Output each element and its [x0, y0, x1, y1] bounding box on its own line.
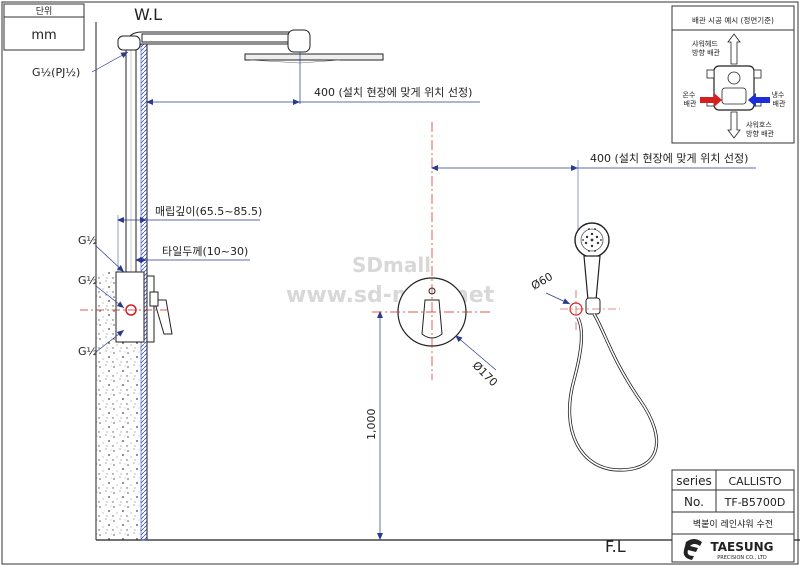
- inset-title: 배관 시공 예시 (정면기준): [692, 15, 774, 25]
- series-value: CALLISTO: [728, 475, 781, 488]
- top-arm: [141, 33, 291, 43]
- unit-value: mm: [31, 28, 56, 43]
- hand-shower-handle: [583, 255, 601, 301]
- unit-header: 단위: [36, 6, 53, 17]
- brand-logo-mark: [683, 539, 702, 560]
- watermark-line1: SDmall: [352, 253, 431, 277]
- title-block: series CALLISTO No. TF-B5700D 벽붙이 레인샤워 수…: [671, 469, 795, 563]
- fl-label: F.L: [605, 537, 626, 556]
- inset-shower-head: 샤워헤드 방향 배관: [692, 39, 721, 57]
- shower-hose: [568, 313, 659, 472]
- product-description: 벽붙이 레인샤워 수전: [693, 519, 773, 530]
- inset-shower-head-text: 샤워헤드: [692, 39, 718, 48]
- inset-hot-text: 온수: [682, 91, 695, 99]
- inset-piping-example: 배관 시공 예시 (정면기준) 샤워헤드 방향 배관 온수 배관 냉수 배관 샤…: [671, 5, 795, 144]
- arm-joint: [287, 29, 311, 53]
- cover-plate: [146, 275, 155, 343]
- shower-holder: [585, 297, 601, 315]
- pipe-spec-2: G½: [78, 274, 97, 287]
- embed-depth-label: 매립깊이(65.5~85.5): [155, 205, 262, 218]
- inset-cold-text-line2: 배관: [773, 99, 786, 108]
- inset-down-arrow: [727, 111, 741, 139]
- inset-hot-arrow: [700, 93, 722, 107]
- inset-cold: 냉수 배관: [771, 90, 786, 108]
- no-label: No.: [684, 495, 704, 509]
- inset-hot-text-line2: 배관: [684, 99, 697, 108]
- dia-170-label: Ø170: [470, 359, 500, 389]
- wl-label: W.L: [134, 5, 162, 24]
- handle-front: [421, 299, 443, 339]
- inset-up-arrow: [727, 33, 741, 65]
- lever-handle: [153, 299, 173, 335]
- tile-thickness-label: 타일두께(10~30): [162, 244, 248, 258]
- dia-60-label: Ø60: [529, 270, 555, 293]
- rain-shower-head: [244, 53, 384, 61]
- inset-shower-hose-text: 샤워호스: [746, 120, 772, 129]
- brand-subtitle: PRECISION CO., LTD: [717, 555, 767, 561]
- inset-cold-text: 냉수: [771, 90, 784, 99]
- brand-name: TAESUNG: [710, 540, 773, 554]
- inset-shower-hose-text-line2: 방향 배관: [746, 129, 775, 138]
- dim-400-right: 400 (설치 현장에 맞게 위치 선정): [590, 152, 748, 165]
- pipe-spec-3: G½: [78, 345, 97, 358]
- no-value: TF-B5700D: [724, 496, 786, 509]
- hand-shower: Ø60: [529, 222, 659, 472]
- series-label: series: [676, 474, 712, 488]
- inset-shower-head-text-line2: 방향 배관: [692, 48, 721, 57]
- height-1000-label: 1,000: [365, 409, 378, 441]
- inset-shower-hose: 샤워호스 방향 배관: [746, 120, 775, 138]
- unit-box: 단위 mm: [3, 3, 85, 51]
- pipe-spec-1: G½: [78, 234, 97, 247]
- pipe-spec-top: G½(PJ½): [32, 66, 80, 79]
- inset-cold-arrow: [748, 93, 770, 107]
- inset-hot: 온수 배관: [682, 91, 697, 108]
- dim-400-top: 400 (설치 현장에 맞게 위치 선정): [314, 86, 472, 99]
